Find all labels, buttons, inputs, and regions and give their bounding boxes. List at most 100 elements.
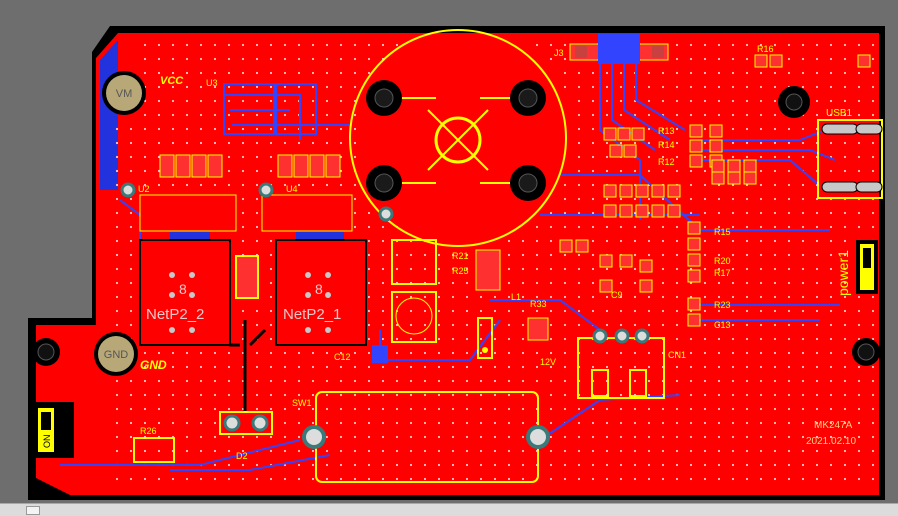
via xyxy=(787,477,791,481)
via xyxy=(423,379,427,383)
via xyxy=(283,477,287,481)
via xyxy=(563,197,567,201)
via xyxy=(787,295,791,299)
via xyxy=(227,71,231,75)
via xyxy=(409,477,413,481)
via xyxy=(325,407,329,411)
ic-u1-footprint xyxy=(275,83,317,135)
via xyxy=(843,155,847,159)
via xyxy=(689,393,693,397)
via xyxy=(843,379,847,383)
diode-d2 xyxy=(219,411,273,435)
via xyxy=(759,169,763,173)
via xyxy=(829,365,833,369)
via xyxy=(269,127,273,131)
via xyxy=(801,323,805,327)
via xyxy=(479,309,483,313)
via xyxy=(213,141,217,145)
via xyxy=(241,99,245,103)
via xyxy=(283,43,287,47)
via xyxy=(115,407,119,411)
via xyxy=(591,169,595,173)
via xyxy=(283,407,287,411)
via xyxy=(773,379,777,383)
via xyxy=(871,57,875,61)
via xyxy=(759,393,763,397)
via xyxy=(325,71,329,75)
via xyxy=(479,323,483,327)
via xyxy=(493,421,497,425)
via xyxy=(367,351,371,355)
via xyxy=(703,477,707,481)
via xyxy=(339,71,343,75)
scrollbar-thumb[interactable] xyxy=(26,506,40,515)
via xyxy=(577,71,581,75)
via xyxy=(717,253,721,257)
via xyxy=(465,351,469,355)
via xyxy=(339,141,343,145)
via xyxy=(465,337,469,341)
via xyxy=(339,127,343,131)
via xyxy=(227,169,231,173)
via xyxy=(115,393,119,397)
label-netp2-2: NetP2_2 xyxy=(146,306,204,323)
via xyxy=(115,379,119,383)
via xyxy=(227,43,231,47)
via xyxy=(815,85,819,89)
via xyxy=(843,141,847,145)
via xyxy=(787,43,791,47)
via xyxy=(157,407,161,411)
horizontal-scrollbar[interactable] xyxy=(0,503,898,516)
via xyxy=(703,323,707,327)
via xyxy=(605,225,609,229)
via xyxy=(717,309,721,313)
via xyxy=(871,85,875,89)
pcb-board-view[interactable]: VM GND VCC GND U3 U2 U4 J3 R16 USB1 powe… xyxy=(0,0,898,503)
via xyxy=(339,379,343,383)
via xyxy=(171,99,175,103)
via xyxy=(311,365,315,369)
via xyxy=(745,407,749,411)
via xyxy=(311,421,315,425)
via xyxy=(647,309,651,313)
via xyxy=(339,57,343,61)
via xyxy=(549,421,553,425)
via xyxy=(521,463,525,467)
via xyxy=(297,407,301,411)
via xyxy=(689,113,693,117)
via xyxy=(703,197,707,201)
via xyxy=(283,393,287,397)
via xyxy=(521,323,525,327)
via xyxy=(605,421,609,425)
via xyxy=(563,225,567,229)
via xyxy=(605,71,609,75)
via xyxy=(185,449,189,453)
via xyxy=(157,141,161,145)
via xyxy=(367,43,371,47)
via xyxy=(507,449,511,453)
via xyxy=(325,57,329,61)
via xyxy=(605,351,609,355)
via xyxy=(213,379,217,383)
via xyxy=(199,57,203,61)
via xyxy=(787,393,791,397)
via xyxy=(871,449,875,453)
via xyxy=(213,85,217,89)
via xyxy=(157,421,161,425)
via xyxy=(675,477,679,481)
via xyxy=(157,365,161,369)
via xyxy=(829,99,833,103)
via xyxy=(143,407,147,411)
via xyxy=(829,351,833,355)
via xyxy=(577,435,581,439)
via xyxy=(115,309,119,313)
via xyxy=(297,393,301,397)
via xyxy=(549,407,553,411)
via xyxy=(157,379,161,383)
via xyxy=(619,379,623,383)
via xyxy=(255,71,259,75)
via xyxy=(283,379,287,383)
via xyxy=(465,379,469,383)
via xyxy=(689,169,693,173)
via xyxy=(269,141,273,145)
